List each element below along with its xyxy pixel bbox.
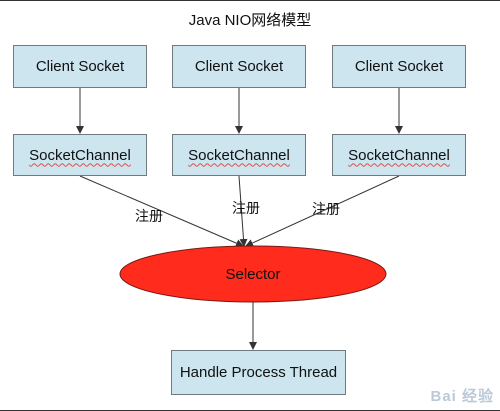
diagram-title: Java NIO网络模型 xyxy=(188,12,312,29)
arrow-channel3-to-selector xyxy=(245,175,400,247)
client-socket-label: Client Socket xyxy=(194,58,284,75)
register-label-3: 注册 xyxy=(312,202,340,218)
selector-label: Selector xyxy=(225,266,281,283)
register-label-2: 注册 xyxy=(232,201,260,217)
baidu-watermark: Bai 经验 xyxy=(430,388,494,405)
arrow-channel1-to-selector xyxy=(79,175,244,247)
register-label-1: 注册 xyxy=(135,209,163,225)
client-socket-label: Client Socket xyxy=(354,58,444,75)
client-socket-label: Client Socket xyxy=(35,58,125,75)
handle-process-thread-box: Handle Process Thread xyxy=(171,350,346,395)
handle-process-thread-label: Handle Process Thread xyxy=(179,364,338,381)
socket-channel-label: SocketChannel xyxy=(348,146,450,164)
arrow-channel2-to-selector xyxy=(238,175,248,247)
client-socket-box-1: Client Socket xyxy=(13,45,147,88)
socket-channel-box-2: SocketChannel xyxy=(172,134,306,176)
socket-channel-label: SocketChannel xyxy=(29,146,131,164)
client-socket-box-3: Client Socket xyxy=(332,45,466,88)
socket-channel-box-1: SocketChannel xyxy=(13,134,147,176)
socket-channel-box-3: SocketChannel xyxy=(332,134,466,176)
socket-channel-label: SocketChannel xyxy=(188,146,290,164)
client-socket-box-2: Client Socket xyxy=(172,45,306,88)
